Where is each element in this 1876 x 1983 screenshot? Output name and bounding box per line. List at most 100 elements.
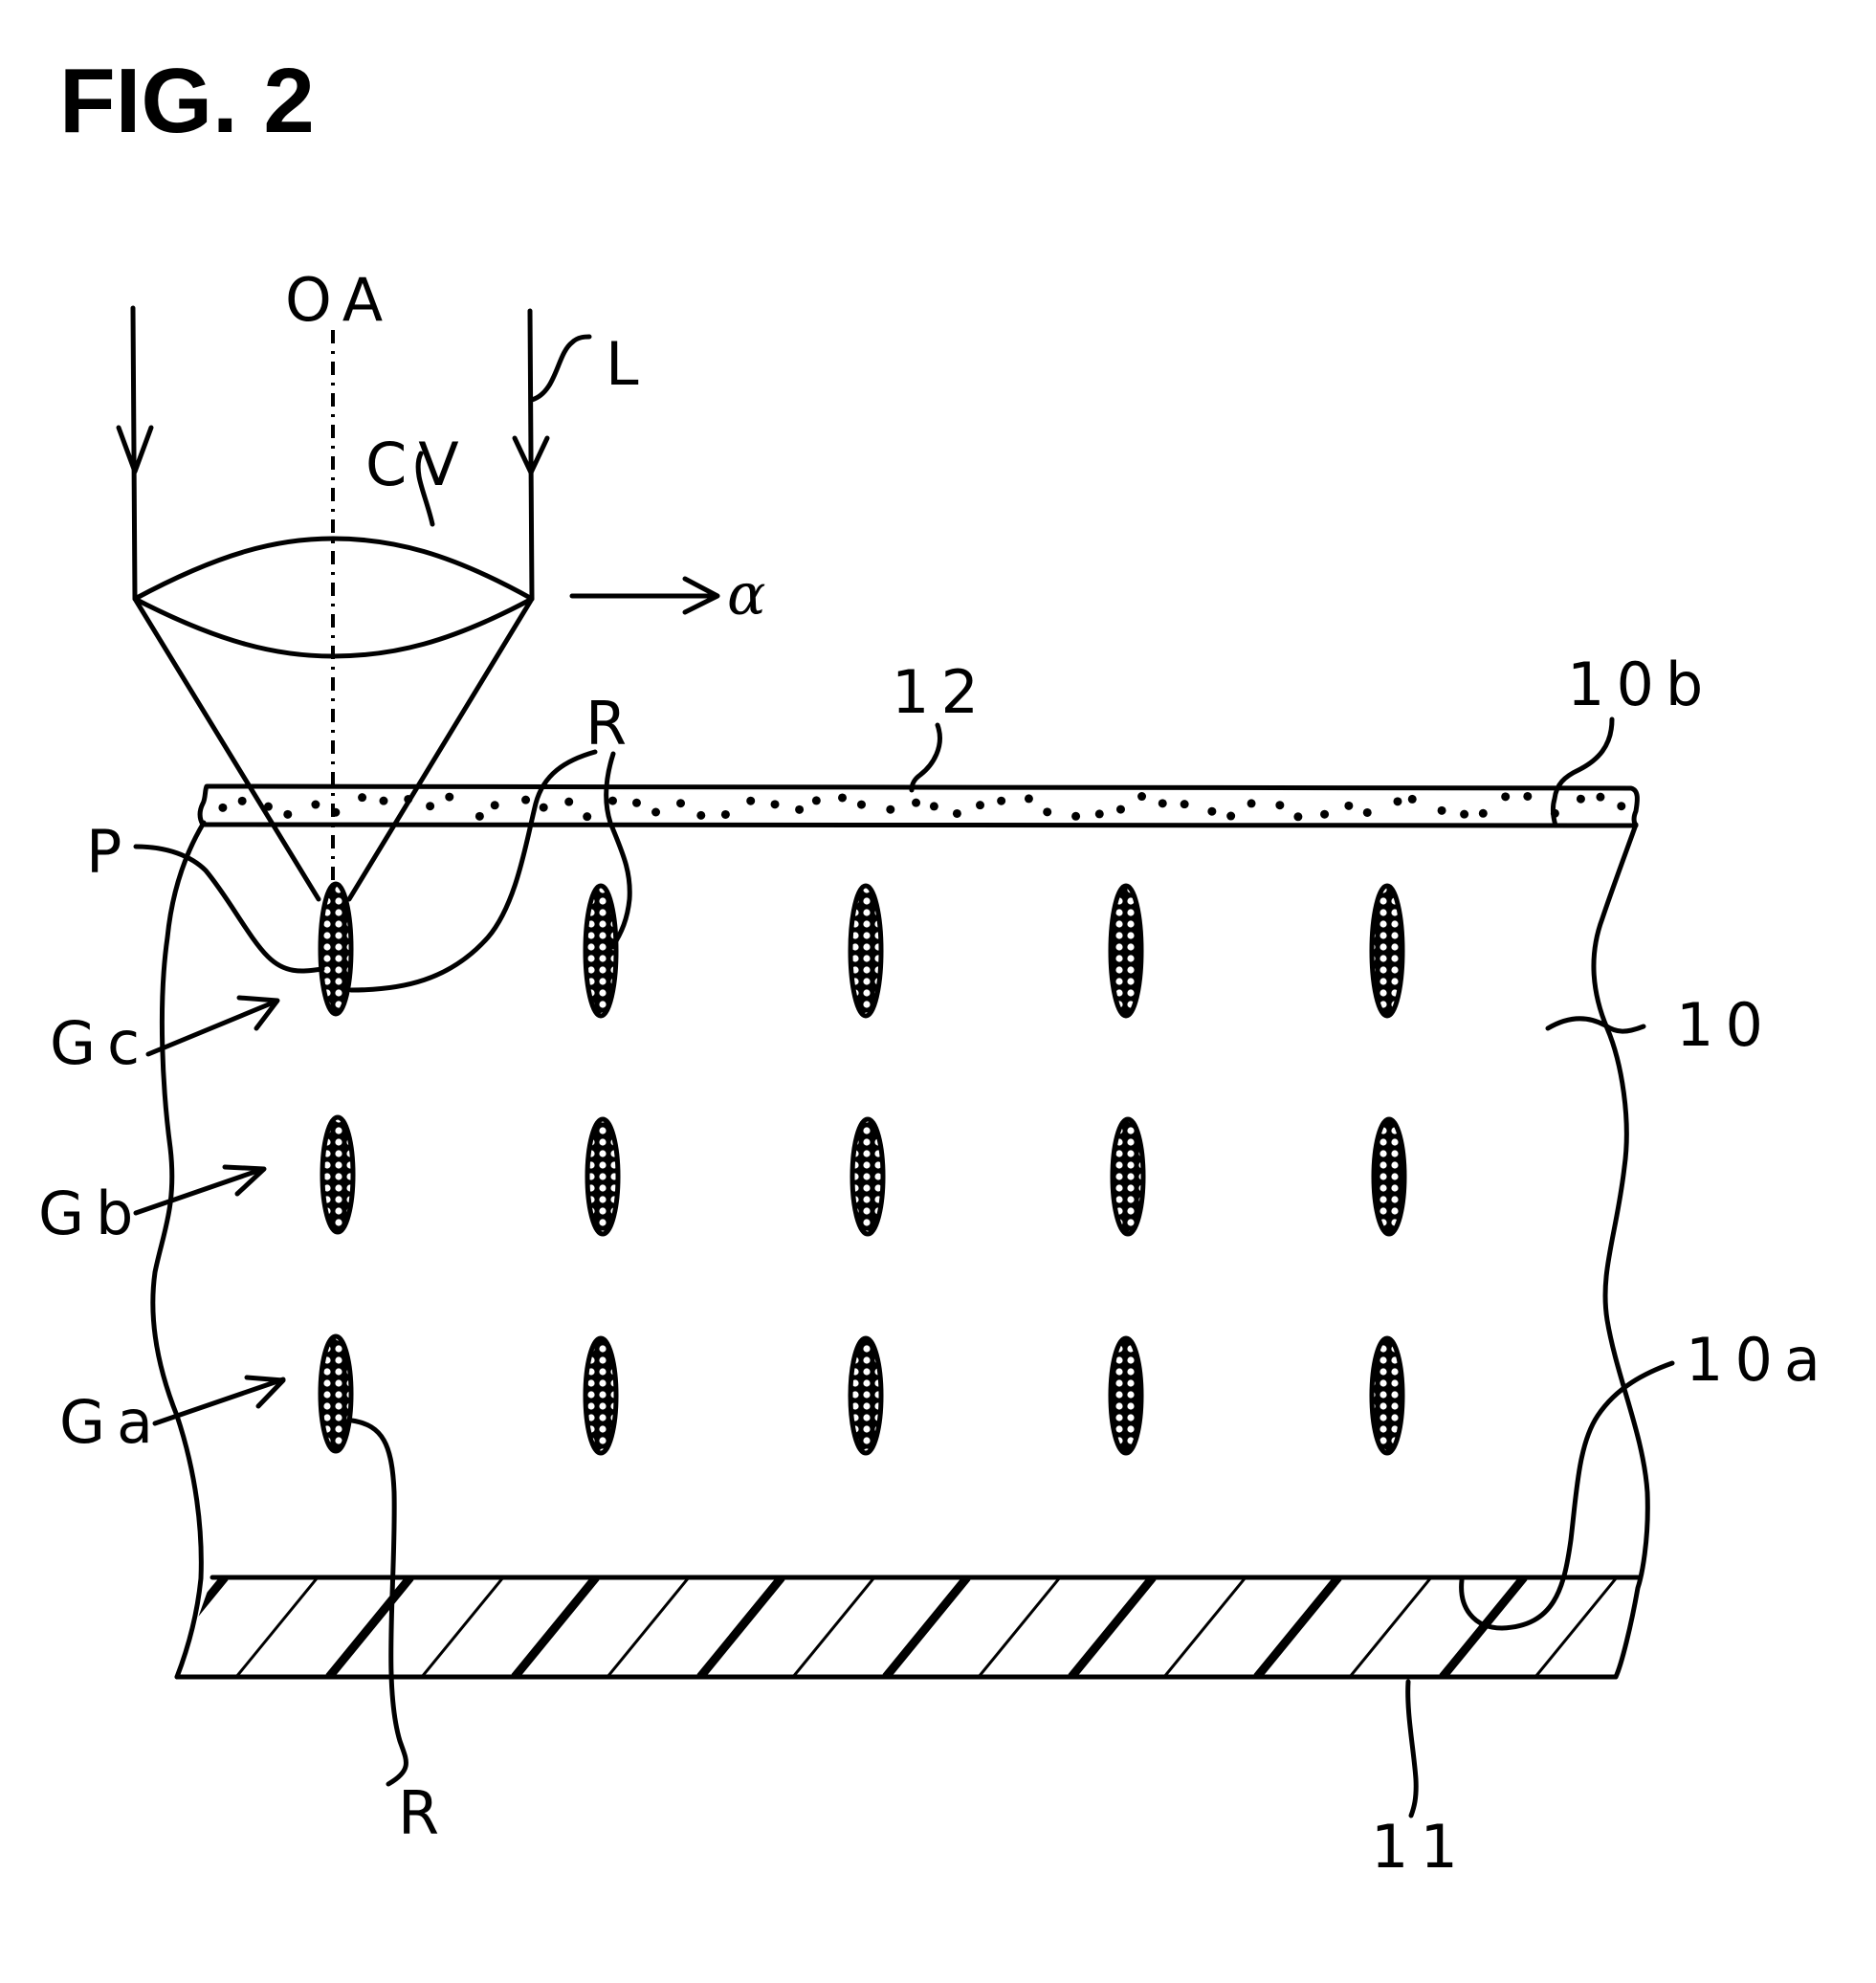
film-dot xyxy=(491,801,499,809)
label-group-c: Gc xyxy=(50,1008,151,1078)
film-dot xyxy=(564,798,573,806)
hatch-line xyxy=(1350,1577,1431,1677)
hatch-line xyxy=(329,1577,410,1677)
label-wafer: 10 xyxy=(1676,990,1775,1060)
film-dot xyxy=(445,793,453,802)
label-support-tape: 11 xyxy=(1371,1812,1469,1882)
leader-laser-light xyxy=(532,337,589,400)
film-dot xyxy=(475,812,484,821)
label-group-b: Gb xyxy=(38,1179,144,1248)
film-dot xyxy=(1181,800,1189,808)
group-a-arrow xyxy=(155,1377,283,1423)
modified-region-gc-1 xyxy=(320,884,351,1014)
film-dot xyxy=(1393,797,1401,805)
hatch-line xyxy=(422,1577,503,1677)
film-dot xyxy=(976,801,984,809)
film-dot xyxy=(331,808,340,817)
film-dot xyxy=(264,803,273,811)
film-dot xyxy=(1408,795,1417,804)
figure-title: FIG. 2 xyxy=(59,50,315,152)
film-dot xyxy=(1025,794,1033,803)
label-modified-region-bottom: R xyxy=(398,1778,451,1848)
incident-beam-right xyxy=(515,311,547,599)
film-dot xyxy=(426,802,434,810)
film-dot xyxy=(696,811,705,820)
film-dot xyxy=(358,793,366,802)
label-group-a: Ga xyxy=(59,1387,165,1457)
hatch-line xyxy=(1535,1577,1617,1677)
film-dot xyxy=(1460,810,1468,819)
modified-region-ga-3 xyxy=(850,1338,881,1453)
film-dot xyxy=(1293,812,1302,821)
hatch-line xyxy=(515,1577,596,1677)
film-dot xyxy=(540,804,548,812)
film-dot xyxy=(632,799,641,807)
film-dot xyxy=(1116,805,1125,814)
film-dot xyxy=(1596,793,1604,802)
film-dot xyxy=(1247,799,1256,807)
hatch-line xyxy=(1721,1577,1802,1677)
modified-region-gc-2 xyxy=(585,886,616,1016)
leader-wafer-back-surface xyxy=(1462,1363,1672,1628)
group-b-arrow xyxy=(136,1167,264,1213)
label-condenser-lens: CV xyxy=(365,430,471,499)
film-dot xyxy=(1095,809,1104,818)
modified-region-ga-4 xyxy=(1111,1338,1141,1453)
film-dot xyxy=(1479,809,1488,818)
film-dot xyxy=(1043,807,1051,816)
film-dot xyxy=(1226,812,1235,821)
film-dot xyxy=(857,801,866,809)
leader-support-tape xyxy=(1408,1682,1417,1816)
label-wafer-back-surface: 10a xyxy=(1686,1325,1832,1395)
modified-region-ga-2 xyxy=(585,1338,616,1453)
film-dot xyxy=(1577,795,1585,804)
modified-region-gb-1 xyxy=(322,1117,353,1232)
modified-region-ga-1 xyxy=(320,1336,351,1451)
modified-region-gc-3 xyxy=(850,886,881,1016)
film-dot xyxy=(838,793,847,802)
film-dot xyxy=(886,805,894,814)
label-modified-region-top: R xyxy=(585,689,638,759)
film-dot xyxy=(1438,806,1446,815)
film-dot xyxy=(608,797,617,805)
film-dot xyxy=(218,804,227,812)
film-dot xyxy=(1207,807,1216,816)
film-dot xyxy=(1320,810,1329,819)
leader-wafer xyxy=(1548,1019,1644,1031)
film-dot xyxy=(1275,801,1284,809)
leader-protective-film xyxy=(912,725,939,790)
film-dot xyxy=(746,797,755,805)
film-dot xyxy=(912,799,920,807)
hatch-line xyxy=(1257,1577,1338,1677)
hatch-line xyxy=(979,1577,1060,1677)
film-dot xyxy=(1501,792,1510,801)
film-dot xyxy=(953,809,961,818)
modified-region-gb-3 xyxy=(852,1119,883,1234)
wafer-right-edge xyxy=(1594,825,1647,1677)
hatch-line xyxy=(793,1577,874,1677)
film-dot xyxy=(238,797,247,805)
modified-region-gc-4 xyxy=(1111,886,1141,1016)
incident-beam-left xyxy=(119,308,151,599)
film-dot xyxy=(583,812,591,821)
group-c-arrow xyxy=(148,998,277,1054)
wafer-left-edge xyxy=(153,823,204,1677)
leader-region-r3 xyxy=(352,1421,406,1784)
film-dot xyxy=(1363,808,1372,817)
hatch-line xyxy=(886,1577,967,1677)
converging-ray-right xyxy=(349,599,532,899)
hatch-line xyxy=(700,1577,782,1677)
film-dot xyxy=(1344,802,1353,810)
label-focal-point: P xyxy=(86,817,133,887)
leader-wafer-surface xyxy=(1553,719,1612,826)
film-dot xyxy=(930,802,938,810)
film-dot xyxy=(521,796,530,804)
film-dot xyxy=(812,796,821,804)
film-dot xyxy=(283,810,292,819)
film-dot xyxy=(404,795,412,804)
label-wafer-surface: 10b xyxy=(1567,650,1714,719)
hatch-line xyxy=(1628,1577,1710,1677)
modified-region-gc-5 xyxy=(1372,886,1402,1016)
film-dot xyxy=(997,797,1005,805)
hatch-line xyxy=(236,1577,318,1677)
